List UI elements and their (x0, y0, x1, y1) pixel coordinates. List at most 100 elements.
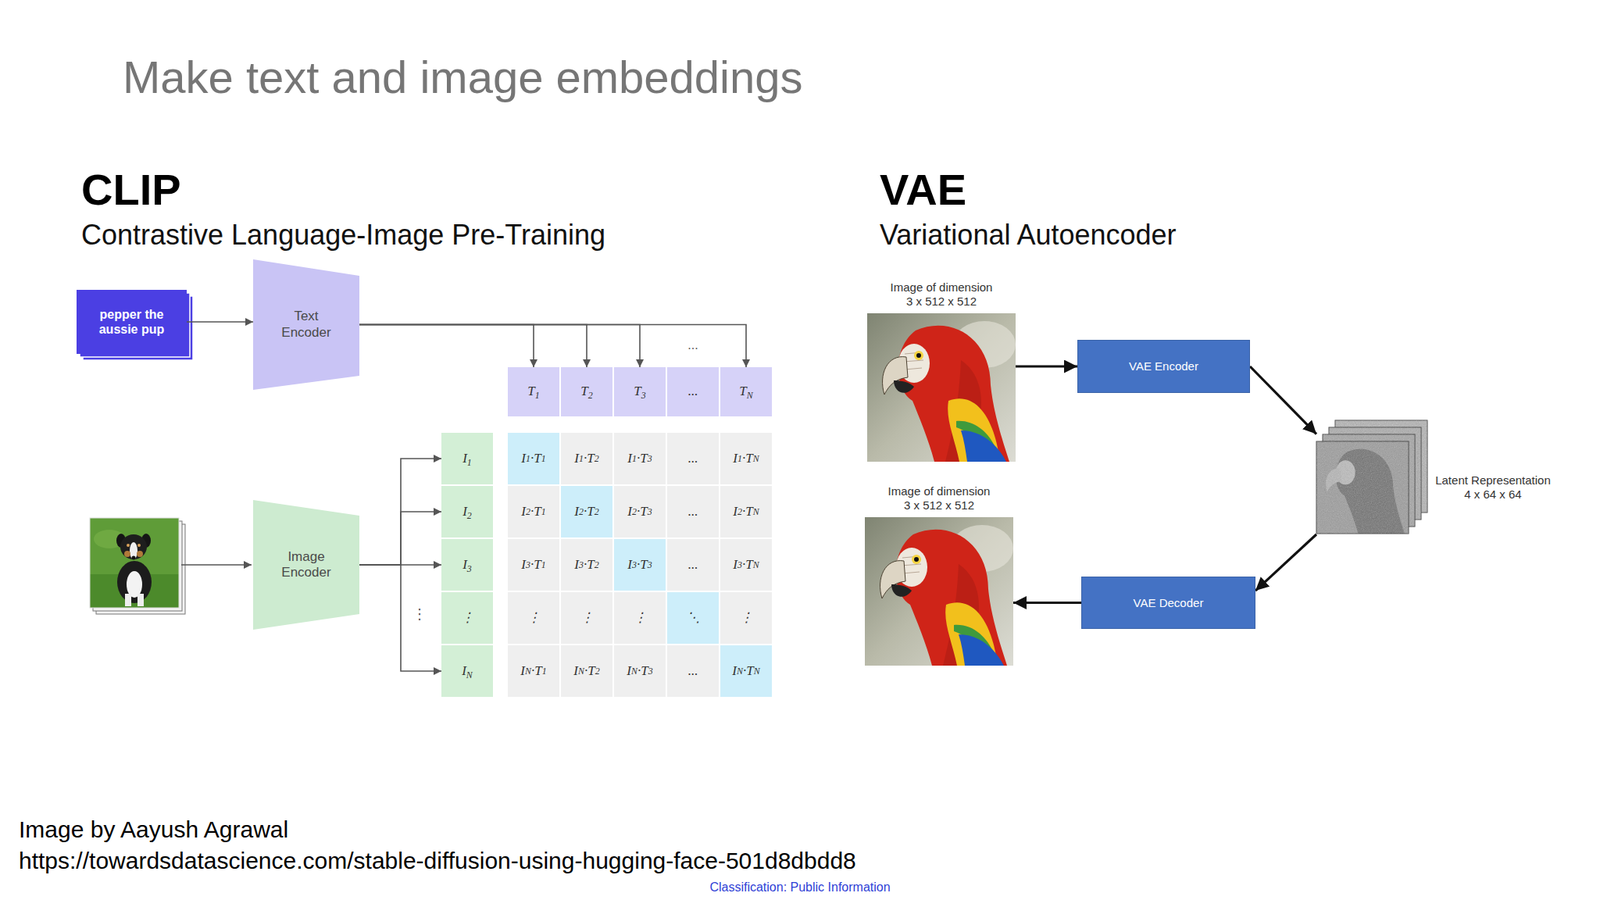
math-subscript: 2 (467, 509, 472, 521)
math-text: · (742, 557, 746, 573)
similarity-cell: IN·TN (720, 645, 772, 697)
node-text: I3 (462, 557, 472, 573)
ellipsis: ... (667, 337, 719, 353)
math-symbol: T (527, 383, 535, 399)
math-symbol: T (533, 503, 541, 520)
similarity-cell: ⋮ (720, 592, 772, 644)
connector-arrow (359, 564, 442, 672)
math-symbol: T (533, 450, 541, 467)
grass (93, 529, 125, 549)
similarity-cell: I1·T2 (560, 432, 613, 485)
connector-arrow (1013, 601, 1082, 604)
similarity-cell: I2·T3 (614, 485, 666, 538)
math-subscript: N (466, 668, 473, 680)
math-text: · (583, 503, 587, 520)
node-text: VAE Encoder (1128, 359, 1199, 374)
math-symbol: T (745, 557, 753, 573)
math-symbol: T (586, 450, 594, 467)
similarity-cell: ⋮ (560, 592, 613, 644)
math-symbol: I (732, 503, 738, 520)
similarity-cell: I2·T1 (507, 485, 560, 538)
image-caption: Latent Representation 4 x 64 x 64 (1433, 473, 1553, 502)
math-symbol: T (639, 557, 647, 573)
text-prompt-card: pepper the aussie pup (76, 289, 187, 354)
text-embedding-cell: TN (720, 367, 772, 417)
similarity-cell: I2·T2 (560, 485, 613, 538)
classification-note: Classification: Public Information (0, 879, 1600, 895)
similarity-cell: IN·T2 (560, 645, 613, 697)
math-text: ⋮ (527, 610, 541, 626)
connector-arrow (186, 321, 254, 323)
node-text: Text Encoder (271, 308, 342, 341)
node-text: VAE Decoder (1133, 596, 1204, 611)
node-text: TN (739, 383, 753, 400)
node-text: ⋮ (460, 610, 475, 626)
math-subscript: N (746, 389, 754, 401)
math-symbol: T (745, 503, 753, 520)
math-subscript: 1 (467, 456, 472, 468)
similarity-cell: I3·T1 (507, 539, 560, 591)
image-encoder-trapezoid: Image Encoder (253, 500, 360, 630)
math-symbol: I (521, 503, 526, 520)
similarity-cell: I1·TN (720, 432, 772, 485)
dog-photo (89, 517, 179, 608)
math-text: ⋱ (686, 610, 700, 626)
similarity-cell: IN·T1 (507, 645, 560, 697)
encoder-outline (253, 259, 360, 390)
node-text: I1 (462, 450, 472, 467)
node-text: pepper the aussie pup (82, 307, 181, 337)
math-symbol: T (746, 663, 754, 679)
node-text: I2 (462, 503, 472, 520)
image-embedding-cell: I3 (441, 539, 493, 591)
math-text: · (742, 663, 747, 679)
image-embedding-cell: IN (441, 645, 493, 697)
source-url: https://towardsdatascience.com/stable-di… (18, 846, 857, 875)
similarity-cell: IN·T3 (614, 645, 666, 697)
dog-eye (126, 543, 130, 547)
similarity-cell: ... (667, 539, 719, 591)
math-text: · (636, 450, 640, 467)
text-embedding-cell: T1 (507, 367, 560, 417)
similarity-cell: ... (667, 432, 719, 485)
text-embedding-cell: ... (667, 367, 719, 417)
similarity-cell: I3·T2 (560, 539, 613, 591)
section-heading: VAE (879, 163, 967, 216)
math-symbol: T (745, 450, 753, 467)
text-embedding-cell: T2 (560, 367, 613, 417)
node-text: ... (688, 383, 699, 400)
math-text: · (637, 663, 641, 679)
connector-arrow (1250, 366, 1317, 435)
math-symbol: I (520, 663, 525, 679)
latent-noise (1316, 441, 1409, 534)
math-symbol: T (534, 663, 542, 679)
math-text: ... (688, 663, 699, 679)
math-text: ⋮ (739, 610, 754, 626)
math-symbol: T (739, 383, 747, 399)
math-text: · (530, 557, 534, 573)
math-text: ... (688, 557, 699, 573)
dog-cheek (136, 550, 143, 558)
math-symbol: I (626, 663, 632, 679)
math-subscript: 2 (588, 389, 593, 401)
math-text: ... (688, 383, 699, 399)
connector-arrow (359, 511, 442, 565)
credit-text: Image by Aayush Agrawal (18, 815, 289, 844)
connector-arrow (359, 325, 534, 368)
math-text: · (531, 663, 535, 679)
math-symbol: I (627, 557, 633, 573)
output-image: Image of dimension 3 x 512 x 512 (864, 517, 1014, 666)
section-heading: CLIP (81, 163, 182, 216)
node-text: Image Encoder (271, 549, 342, 582)
similarity-cell: I1·T3 (614, 432, 666, 485)
math-text: · (583, 450, 587, 467)
section-subtitle: Contrastive Language-Image Pre-Training (81, 217, 606, 252)
connector-arrow (359, 325, 587, 368)
similarity-cell: ... (667, 485, 719, 538)
dog-leg (125, 593, 132, 607)
math-symbol: I (573, 663, 579, 679)
math-symbol: T (640, 663, 648, 679)
connector-arrow (1255, 534, 1317, 591)
encoder-outline (253, 500, 360, 630)
input-image: Image of dimension 3 x 512 x 512 (867, 313, 1016, 462)
